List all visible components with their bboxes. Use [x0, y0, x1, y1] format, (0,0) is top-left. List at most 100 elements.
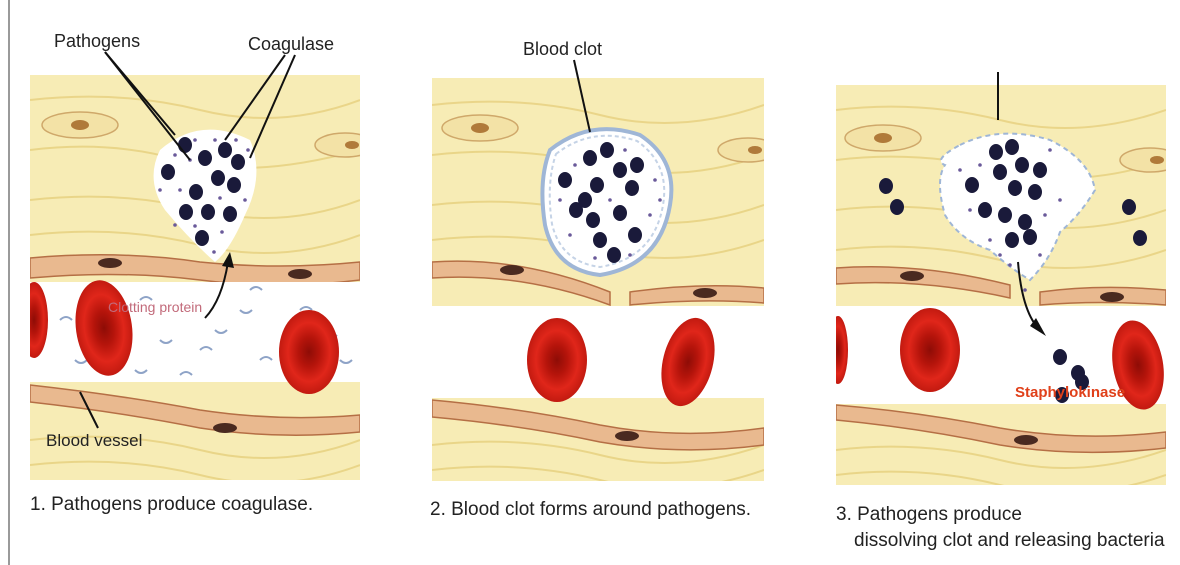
bacterium [189, 184, 203, 200]
wall-nucleus [1100, 292, 1124, 302]
coagulase-particle [193, 224, 197, 228]
bacterium [965, 177, 979, 193]
coagulase-particle [243, 198, 247, 202]
coagulase-particle [1048, 148, 1052, 152]
coagulase-particle [1043, 213, 1047, 217]
wall-nucleus [500, 265, 524, 275]
wall-nucleus [615, 431, 639, 441]
coagulase-particle [593, 256, 597, 260]
coagulase-particle [653, 178, 657, 182]
bacterium [879, 178, 893, 194]
caption-step-2: 2. Blood clot forms around pathogens. [430, 497, 751, 523]
coagulase-particle [1058, 198, 1062, 202]
bacterium [628, 227, 642, 243]
coagulase-particle [628, 253, 632, 257]
bacterium [890, 199, 904, 215]
bacterium [1133, 230, 1147, 246]
coagulase-particle [212, 250, 216, 254]
bacterium [590, 177, 604, 193]
coagulase-particle [218, 196, 222, 200]
bacterium [1028, 184, 1042, 200]
bacterium [1015, 157, 1029, 173]
bacterium [998, 207, 1012, 223]
red-blood-cell [279, 310, 339, 394]
bacterium [1008, 180, 1022, 196]
coagulase-particle [178, 188, 182, 192]
bacterium [1122, 199, 1136, 215]
coagulase-particle [978, 163, 982, 167]
blood-vessel-label: Blood vessel [46, 431, 142, 450]
coagulase-particle [246, 148, 250, 152]
bacterium [586, 212, 600, 228]
bacterium [1023, 229, 1037, 245]
coagulase-particle [193, 138, 197, 142]
bacterium [179, 204, 193, 220]
staphylokinase-label: Staphylokinase [1015, 384, 1125, 401]
bacterium [161, 164, 175, 180]
panel-2-blood-clot [432, 78, 778, 488]
red-blood-cell [20, 282, 48, 358]
coagulase-particle [1008, 263, 1012, 267]
cell-nucleus [748, 146, 762, 154]
coagulase-particle [658, 198, 662, 202]
bacterium [198, 150, 212, 166]
bacterium [993, 164, 1007, 180]
bacterium [625, 180, 639, 196]
coagulase-particle [623, 148, 627, 152]
coagulase-particle [558, 198, 562, 202]
bacterium [593, 232, 607, 248]
bacterium [218, 142, 232, 158]
bacterium [600, 142, 614, 158]
coagulase-particle [968, 208, 972, 212]
cell-nucleus [1150, 156, 1164, 164]
caption-step-3-line-1: 3. Pathogens produce [836, 502, 1165, 528]
cell-nucleus [345, 141, 359, 149]
coagulase-particle [608, 198, 612, 202]
wall-nucleus [288, 269, 312, 279]
red-blood-cell [828, 316, 848, 384]
coagulase-particle [158, 188, 162, 192]
coagulase-particle [213, 138, 217, 142]
coagulase-particle [648, 213, 652, 217]
wall-nucleus [900, 271, 924, 281]
coagulase-particle [220, 230, 224, 234]
caption-step-3-line-2: dissolving clot and releasing bacteria [836, 528, 1165, 554]
bacterium [1018, 214, 1032, 230]
bacterium [223, 206, 237, 222]
bacterium [227, 177, 241, 193]
panel-3-staphylokinase [828, 85, 1180, 493]
wall-nucleus [693, 288, 717, 298]
blood-clot-label: Blood clot [523, 39, 602, 59]
bacterium [1033, 162, 1047, 178]
coagulase-particle [568, 233, 572, 237]
bacterium [1005, 139, 1019, 155]
coagulase-particle [173, 153, 177, 157]
bacterium [630, 157, 644, 173]
bacterium [613, 162, 627, 178]
caption-step-3: 3. Pathogens produce dissolving clot and… [836, 502, 1165, 554]
cell-nucleus [874, 133, 892, 143]
bacterium [201, 204, 215, 220]
bacterium [607, 247, 621, 263]
panel-1-coagulase: Clotting protein [20, 75, 375, 483]
bacterium [211, 170, 225, 186]
caption-step-1: 1. Pathogens produce coagulase. [30, 492, 313, 518]
bacterium [195, 230, 209, 246]
pathogens-label: Pathogens [54, 31, 140, 51]
coagulase-particle [1038, 253, 1042, 257]
coagulase-particle [234, 138, 238, 142]
wall-nucleus [1014, 435, 1038, 445]
bacterium [583, 150, 597, 166]
coagulase-label: Coagulase [248, 34, 334, 54]
bacterium [578, 192, 592, 208]
wall-nucleus [98, 258, 122, 268]
bacterium [1005, 232, 1019, 248]
coagulase-particle [173, 223, 177, 227]
bacterium [558, 172, 572, 188]
cell-nucleus [71, 120, 89, 130]
coagulase-particle [1023, 288, 1027, 292]
bacterium [613, 205, 627, 221]
bacterium [178, 137, 192, 153]
coagulase-particle [958, 168, 962, 172]
